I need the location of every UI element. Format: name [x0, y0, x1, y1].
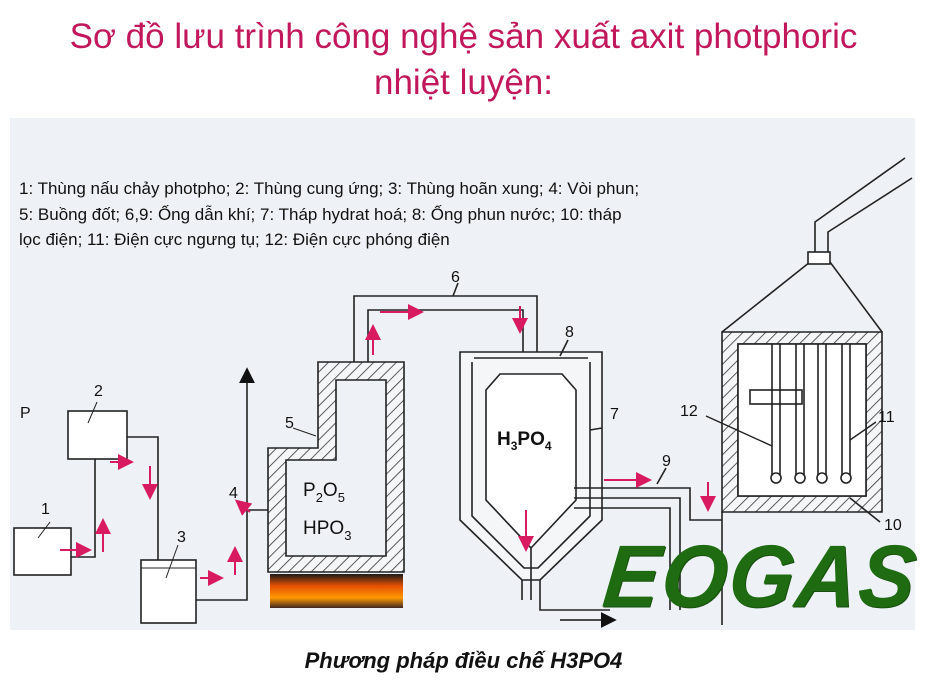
label-4: 4: [229, 485, 238, 502]
label-9: 9: [662, 453, 671, 470]
discharge-electrode-12: 12: [680, 403, 773, 447]
label-3: 3: [177, 529, 186, 546]
title-line-2: nhiệt luyện:: [373, 63, 554, 102]
label-2: 2: [94, 383, 103, 400]
legend-line-1: 1: Thùng nấu chảy photpho; 2: Thùng cung…: [19, 179, 640, 198]
h3po4-formula: H3PO4: [497, 429, 552, 453]
page-title: Sơ đồ lưu trình công nghệ sản xuất axit …: [0, 14, 927, 106]
gas-duct-9: 9: [574, 453, 722, 610]
legend-line-3: lọc điện; 11: Điện cực ngưng tụ; 12: Điệ…: [19, 230, 450, 249]
p2o5-formula: P2O5: [303, 480, 345, 505]
combustion-chamber-5: 5 P2O5 HPO3: [267, 361, 405, 608]
label-8: 8: [565, 324, 574, 341]
hydration-tower-7: 7 H3PO4: [459, 351, 619, 611]
melting-tank-1: 1: [13, 501, 72, 576]
label-5: 5: [285, 415, 294, 432]
hpo3-formula: HPO3: [303, 518, 351, 543]
label-6: 6: [451, 269, 460, 286]
electrostatic-precipitator-10: 10: [721, 157, 913, 625]
eogas-logo: EOGAS: [598, 526, 923, 626]
burner-flames: [270, 574, 403, 608]
label-11: 11: [878, 409, 895, 426]
label-1: 1: [41, 501, 50, 518]
legend-line-2: 5: Buồng đốt; 6,9: Ống dẫn khí; 7: Tháp …: [19, 204, 622, 224]
input-label-p: P: [20, 405, 31, 422]
condensing-electrode-11: 11: [849, 409, 895, 441]
label-12: 12: [680, 403, 698, 420]
supply-tank-2: 2: [67, 383, 128, 460]
buffer-tank-3: 3: [140, 529, 197, 624]
title-line-1: Sơ đồ lưu trình công nghệ sản xuất axit …: [69, 17, 858, 56]
label-10: 10: [884, 517, 902, 534]
label-7: 7: [610, 406, 619, 423]
gas-duct-6: 6: [353, 269, 538, 362]
flow-arrows: [60, 304, 716, 586]
water-spray-pipe-8: 8: [474, 324, 588, 359]
figure-caption: Phương pháp điều chế H3PO4: [304, 648, 623, 673]
diagram-legend: 1: Thùng nấu chảy photpho; 2: Thùng cung…: [19, 176, 819, 253]
